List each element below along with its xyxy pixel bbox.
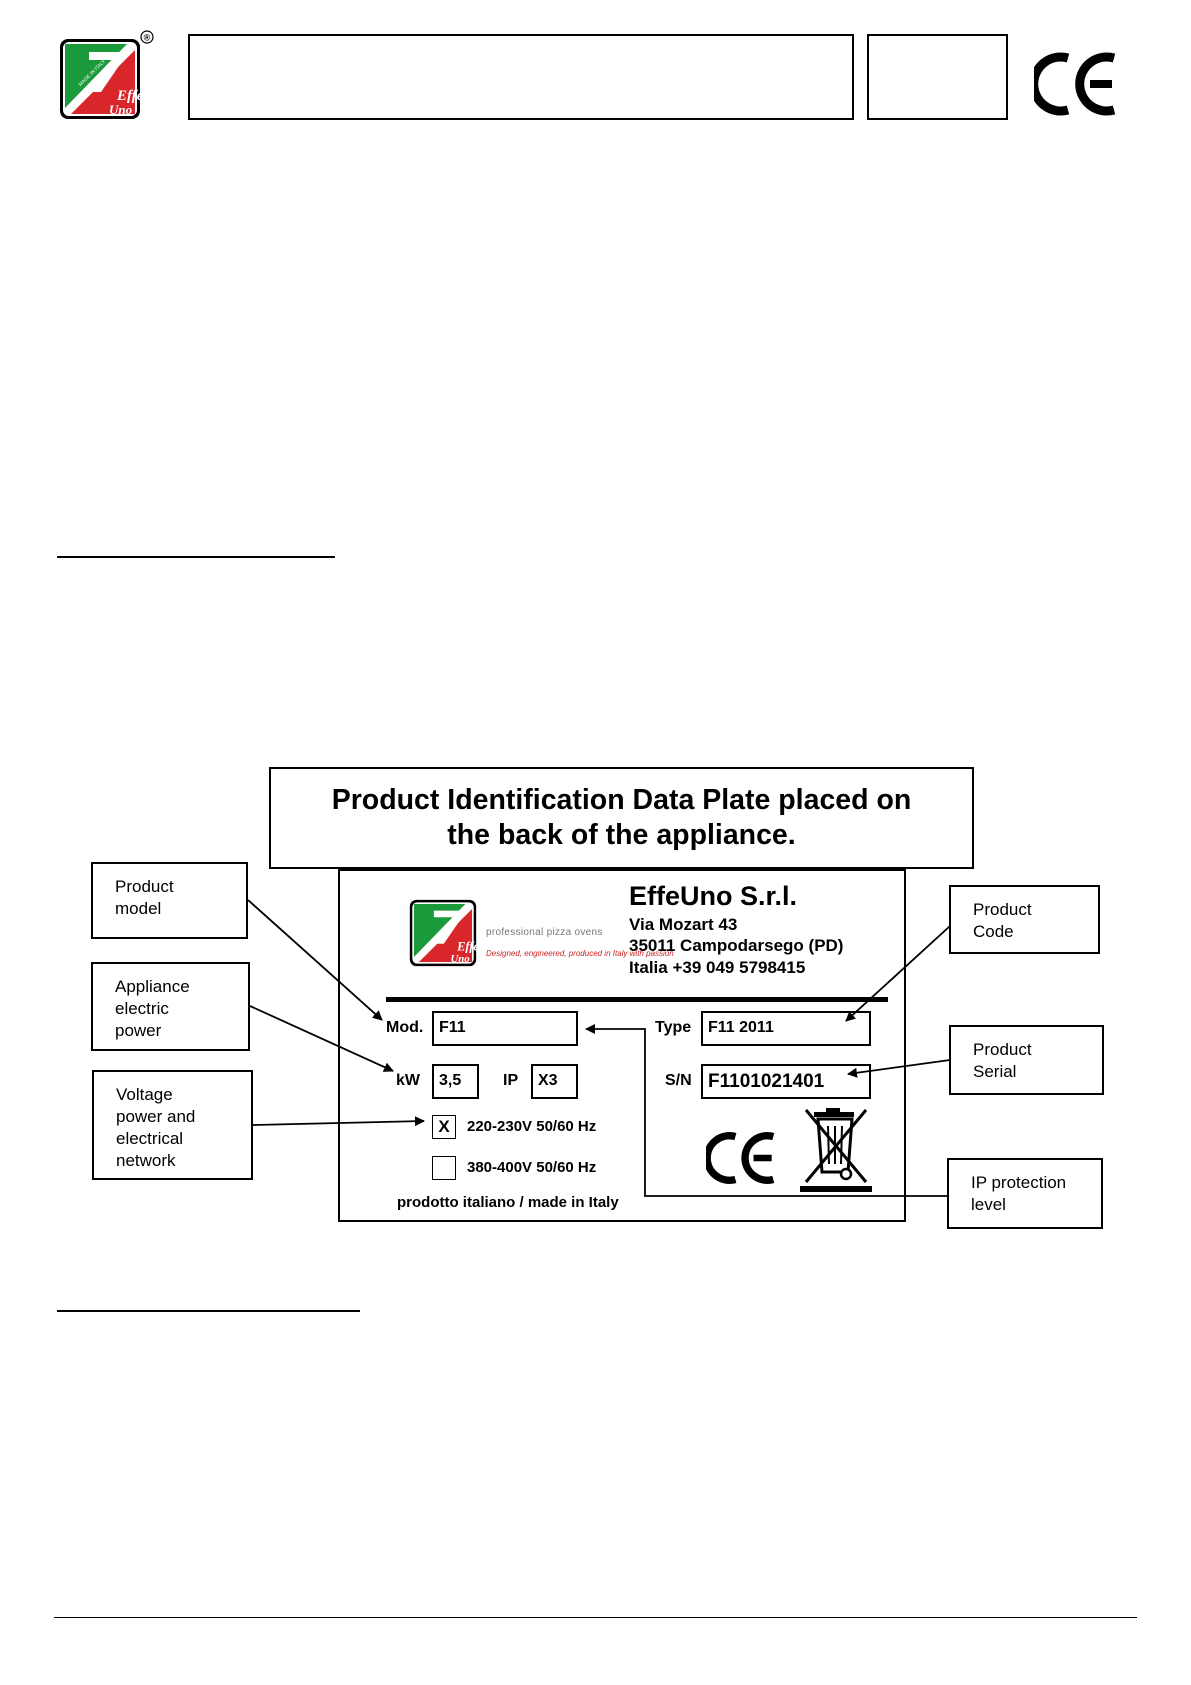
type-field: F11 2011 [701, 1011, 871, 1046]
header-revision-box [867, 34, 1008, 120]
address-line: Italia +39 049 5798415 [629, 958, 806, 977]
section-heading-rule [57, 556, 335, 558]
company-name: EffeUno S.r.l. [629, 881, 798, 911]
svg-text:Uno: Uno [450, 953, 470, 965]
data-plate-title-line2: the back of the appliance. [447, 819, 796, 851]
voltage-option-label: 380-400V 50/60 Hz [467, 1159, 597, 1176]
made-in-italy-text: prodotto italiano / made in Italy [397, 1194, 619, 1211]
header-title-box [188, 34, 854, 120]
footer-divider [54, 1617, 1137, 1618]
kw-field: 3,5 [432, 1064, 479, 1099]
type-label: Type [655, 1019, 692, 1036]
mod-field: F11 [432, 1011, 578, 1046]
ip-field: X3 [531, 1064, 578, 1099]
logo-text-uno: Uno [109, 102, 133, 117]
effeuno-logo-icon: Effe Uno MADE IN ITALY [60, 39, 141, 119]
logo-text-effe: Effe [116, 88, 141, 104]
crossed-out-wheelie-bin-icon [800, 1108, 872, 1192]
registered-mark-icon: ® [140, 30, 154, 44]
plate-ce-mark-icon [706, 1132, 775, 1184]
voltage-checkbox: X [432, 1115, 456, 1139]
address-line: 35011 Campodarsego (PD) [629, 936, 844, 955]
sn-label: S/N [665, 1072, 692, 1089]
data-plate-title-line1: Product Identification Data Plate placed… [331, 784, 912, 816]
ce-mark-icon [1034, 52, 1116, 116]
voltage-option-label: 220-230V 50/60 Hz [467, 1118, 597, 1135]
data-plate-title-box: Product Identification Data Plate placed… [269, 767, 974, 869]
plate-divider [386, 997, 888, 1002]
voltage-checkbox [432, 1156, 456, 1180]
svg-text:®: ® [144, 33, 151, 43]
plate-tagline: professional pizza ovens [486, 927, 603, 938]
plate-effeuno-logo-icon: Effe Uno [409, 899, 477, 967]
address-line: Via Mozart 43 [629, 915, 738, 934]
mod-label: Mod. [386, 1019, 424, 1036]
plate-slogan: Designed, engineered, produced in Italy … [486, 949, 674, 958]
svg-text:Effe: Effe [456, 939, 477, 953]
kw-label: kW [396, 1072, 420, 1089]
ip-label: IP [503, 1072, 519, 1089]
sn-field: F1101021401 [701, 1064, 871, 1099]
section-heading-rule [57, 1310, 360, 1312]
